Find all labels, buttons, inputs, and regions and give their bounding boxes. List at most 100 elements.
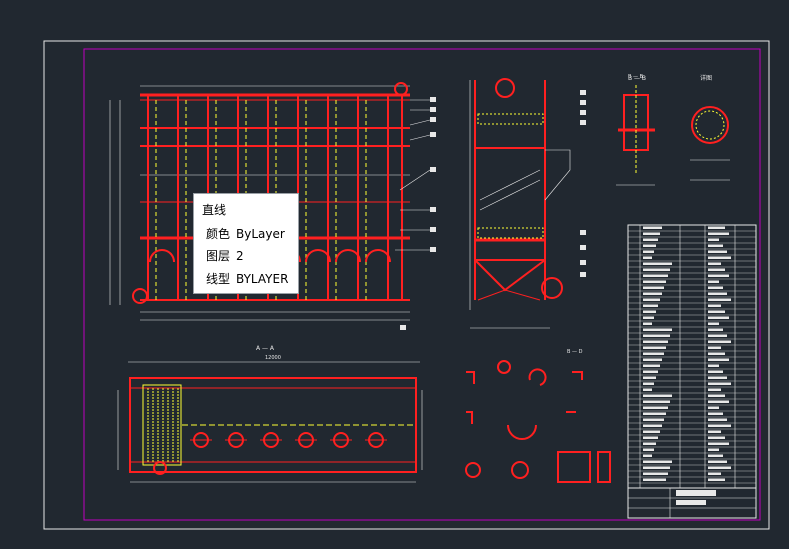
layer-property-value: 2 [236, 249, 244, 263]
table-cell-text [643, 352, 664, 355]
table-cell-text [708, 346, 721, 349]
table-cell-text [643, 310, 656, 313]
table-cell-text [643, 460, 672, 463]
table-cell-text [708, 466, 731, 469]
table-cell-text [708, 406, 719, 409]
linetype-property-value: BYLAYER [236, 272, 289, 286]
table-cell-text [643, 226, 662, 229]
table-cell-text [708, 388, 721, 391]
table-cell-text [643, 238, 658, 241]
table-cell-text [643, 472, 668, 475]
layer-property-row: 图层 2 [206, 247, 244, 265]
table-cell-text [708, 400, 729, 403]
table-cell-text [708, 226, 725, 229]
table-cell-text [708, 334, 727, 337]
table-cell-text [643, 448, 654, 451]
table-cell-text [643, 358, 662, 361]
table-cell-text [643, 232, 660, 235]
table-cell-text [643, 418, 664, 421]
table-cell-text [708, 292, 727, 295]
table-cell-text [708, 256, 731, 259]
layer-property-label: 图层 [206, 249, 231, 263]
table-cell-text [708, 460, 727, 463]
table-cell-text [643, 256, 652, 259]
table-cell-text [708, 304, 721, 307]
table-cell-text [643, 424, 662, 427]
table-cell-text [643, 340, 668, 343]
table-cell-text [643, 304, 658, 307]
table-cell-text [708, 262, 721, 265]
plan-view-a-a[interactable]: A — A 12000 [117, 345, 423, 483]
table-cell-text [643, 334, 670, 337]
linetype-property-row: 线型 BYLAYER [206, 270, 288, 288]
table-cell-text [643, 406, 668, 409]
side-elevation-view[interactable] [469, 78, 586, 329]
table-cell-text [643, 292, 662, 295]
table-cell-text [643, 478, 666, 481]
table-cell-text [643, 346, 666, 349]
table-cell-text [643, 466, 670, 469]
table-cell-text [708, 340, 731, 343]
table-cell-text [643, 430, 660, 433]
sheet-inner-border [83, 48, 761, 521]
table-cell-text [643, 388, 652, 391]
table-cell-text [708, 448, 719, 451]
table-cell-text [643, 382, 654, 385]
table-cell-text [643, 316, 654, 319]
table-cell-text [643, 268, 670, 271]
table-cell-text [708, 328, 723, 331]
table-cell-text [708, 430, 721, 433]
table-cell-text [643, 298, 660, 301]
table-cell-text [643, 286, 664, 289]
table-cell-text [708, 454, 723, 457]
table-cell-text [643, 364, 660, 367]
table-cell-text [643, 376, 656, 379]
table-cell-text [708, 274, 729, 277]
table-cell-text [643, 262, 672, 265]
detail-label: 详图 [700, 74, 712, 82]
section-b-b-label: B — B [628, 75, 646, 82]
table-cell-text [708, 286, 723, 289]
table-cell-text [708, 442, 729, 445]
table-cell-text [643, 436, 658, 439]
parts-list-table[interactable] [627, 224, 757, 519]
linetype-property-label: 线型 [206, 272, 231, 286]
circular-detail-view[interactable]: 详图 [690, 74, 730, 181]
main-dimension-label: 12000 [265, 355, 281, 361]
table-cell-text [643, 250, 654, 253]
table-cell-text [708, 472, 721, 475]
table-cell-text [708, 436, 725, 439]
table-cell-text [708, 298, 731, 301]
section-a-a-label: A — A [256, 345, 275, 352]
table-cell-text [708, 280, 719, 283]
table-cell-text [708, 412, 723, 415]
table-cell-text [708, 376, 727, 379]
table-cell-text [708, 394, 725, 397]
table-cell-text [643, 328, 672, 331]
table-cell-text [708, 364, 719, 367]
table-cell-text [643, 322, 652, 325]
table-cell-text [708, 370, 723, 373]
table-cell-text [643, 454, 652, 457]
table-cell-text [708, 268, 725, 271]
color-property-value: ByLayer [236, 227, 285, 241]
table-cell-text [708, 478, 725, 481]
table-cell-text [708, 244, 723, 247]
table-cell-text [708, 352, 725, 355]
section-b-b-view[interactable]: B — B [616, 75, 655, 186]
table-cell-text [643, 244, 656, 247]
table-cell-text [708, 322, 719, 325]
section-b-d-label: B — D [567, 349, 583, 355]
table-cell-text [708, 382, 731, 385]
table-cell-text [643, 400, 670, 403]
table-cell-text [643, 394, 672, 397]
table-cell-text [708, 250, 727, 253]
table-cell-text [708, 316, 729, 319]
table-cell-text [708, 238, 719, 241]
detail-callouts[interactable]: B — D B — B [465, 74, 644, 483]
table-cell-text [643, 370, 658, 373]
table-cell-text [643, 412, 666, 415]
entity-type-label: 直线 [202, 203, 227, 217]
